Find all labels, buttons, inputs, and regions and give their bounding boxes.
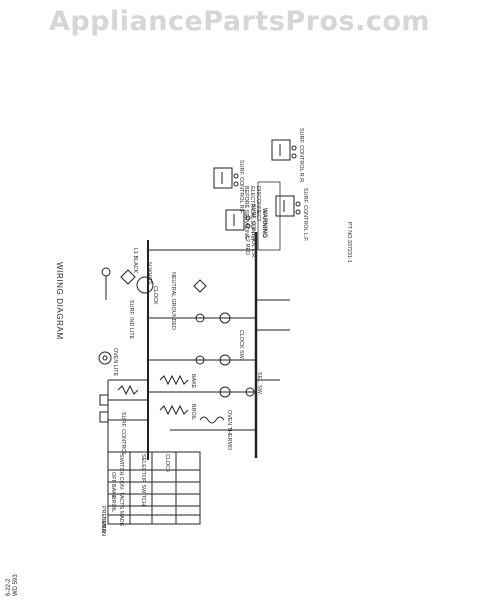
label-surf-control-rf: SURF. CONTROL R.F.: [238, 160, 244, 215]
label-l1-black: L1 BLACK: [132, 248, 138, 274]
selector-table: [107, 451, 201, 525]
table-row-broil: BROIL: [110, 496, 116, 513]
surf-control-group-rf: [213, 167, 239, 189]
surf-ind-lite: [120, 269, 136, 285]
watermark-text: AppliancePartsPros.com: [48, 6, 431, 37]
label-surf-ind-lite: SURF. IND LITE: [128, 300, 134, 340]
label-oven-thermo: OVEN THERMO: [226, 410, 232, 451]
surf-control-group-lf: [275, 195, 301, 217]
document-code: 6-22-2 WD 593: [6, 574, 19, 596]
label-clock: CLOCK: [152, 286, 158, 305]
table-header-contacts: SWITCH CON- TACTS MADE: [118, 454, 124, 527]
label-n-white: N WHITE: [146, 262, 152, 285]
table-row-man: MAN: [100, 524, 106, 536]
label-broil: BROIL: [190, 404, 196, 421]
terminal-top: [101, 267, 111, 277]
label-neutral: NEUTRAL GROUNDED: [170, 272, 176, 330]
label-clock-sw: CLOCK SW.: [238, 330, 244, 360]
label-surf-control: SURF. CONTROL: [120, 412, 126, 456]
table-header-selector: SELECTOR SWITCH: [140, 454, 146, 506]
part-number: PT NO 337231-1: [346, 222, 352, 263]
table-row-off: OFF: [110, 472, 116, 483]
clock-motor: [136, 276, 154, 294]
diagram-title: WIRING DIAGRAM: [55, 262, 64, 340]
oven-lite: [98, 351, 112, 365]
surf-control-group-lr: [225, 209, 251, 231]
label-surf-control-rr: SURF. CONTROL R.R.: [298, 128, 304, 184]
warning-box: [257, 181, 281, 251]
oven-thermo-coil: [199, 416, 225, 424]
warning-heading: WARNING: [261, 208, 268, 238]
label-oven-lite: OVEN LITE: [112, 348, 118, 377]
surf-element-resistor: [117, 384, 139, 396]
label-surf-control-lf: SURF. CONTROL L.F.: [302, 188, 308, 242]
label-bake: BAKE: [190, 374, 196, 389]
table-header-clock: CLOCK: [164, 454, 170, 473]
label-surf-control-lr: SURF. CONTROL L.R.: [250, 204, 256, 259]
surf-control-group-rr: [271, 139, 297, 161]
label-sel-sw: SEL. SW.: [256, 372, 262, 396]
bake-element: [159, 374, 189, 386]
broil-element: [159, 404, 189, 416]
